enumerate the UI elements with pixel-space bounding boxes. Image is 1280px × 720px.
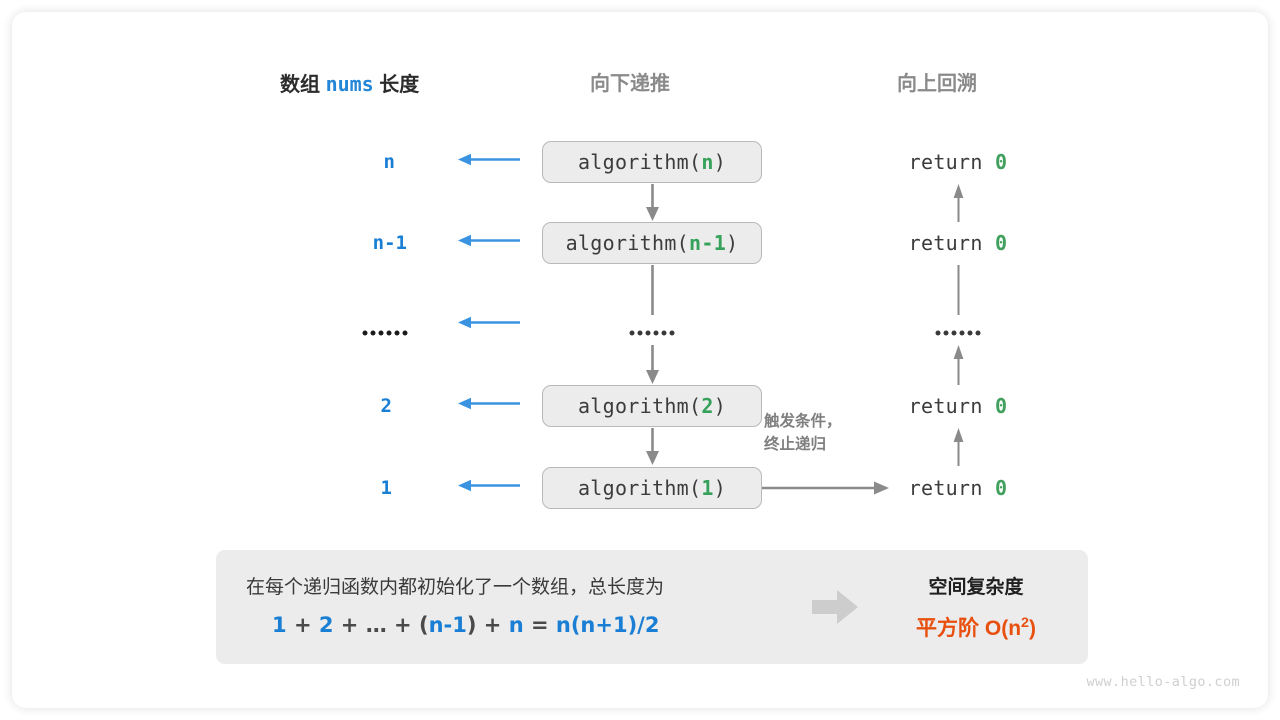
up-arrow-1-to-0 (951, 184, 966, 227)
call-box-row-2-ellipsis (629, 330, 675, 336)
return-row-3-value: 0 (995, 394, 1008, 418)
return-row-3: return 0 (909, 394, 1008, 418)
call-box-arg-0: n (701, 150, 714, 174)
call-box-row-4[interactable]: algorithm(1) (542, 467, 762, 509)
down-arrow-0-to-1 (645, 184, 660, 227)
formula-paren-open: ( (418, 613, 429, 637)
formula-term-1: 1 (272, 613, 287, 637)
return-row-3-keyword: return (908, 394, 983, 418)
space-complexity-title: 空间复杂度 (928, 577, 1024, 598)
call-box-paren-close-3: ) (713, 394, 727, 418)
header-upward-backtrack: 向上回溯 (897, 73, 977, 95)
call-box-name-0: algorithm (577, 150, 690, 174)
base-case-note-line2: 终止递归 (764, 436, 827, 454)
call-box-name-4: algorithm (577, 476, 690, 500)
formula-op-4: + (483, 613, 502, 637)
space-complexity-bigo: O(n (984, 617, 1022, 640)
formula-paren-close: ) (466, 613, 477, 637)
right-block-arrow-icon (812, 590, 858, 629)
space-complexity-label: 平方阶 (916, 617, 980, 640)
call-box-paren-open-0: ( (689, 150, 702, 174)
summary-formula: 1 + 2 + … + (n-1) + n = n(n+1)/2 (272, 613, 659, 637)
size-label-row-2-ellipsis (362, 330, 408, 336)
base-case-note-line1: 触发条件， (764, 413, 842, 430)
header-array-code: nums (325, 72, 374, 96)
formula-ellipsis: … (365, 613, 387, 637)
blue-arrow-row-4 (458, 478, 520, 499)
base-case-note: 触发条件， 终止递归 (764, 410, 842, 457)
blue-arrow-row-0 (458, 152, 520, 173)
return-row-1-value: 0 (995, 231, 1008, 255)
return-row-0-keyword: return (908, 150, 983, 174)
formula-result: n(n+1)/2 (555, 613, 660, 637)
size-label-row-4: 1 (380, 477, 392, 499)
formula-term-n-minus-1: n-1 (428, 613, 467, 637)
call-box-paren-open-3: ( (689, 394, 702, 418)
blue-arrow-row-3 (458, 396, 520, 417)
up-arrow-3-to-dots (951, 345, 966, 390)
return-row-1: return 0 (909, 231, 1008, 255)
formula-op-2: + (340, 613, 359, 637)
down-arrow-3-to-4 (645, 428, 660, 471)
up-arrow-dots-to-1 (951, 265, 966, 320)
call-box-row-0[interactable]: algorithm(n) (542, 141, 762, 183)
call-box-paren-open-1: ( (676, 231, 690, 255)
header-array-prefix: 数组 (280, 74, 320, 96)
size-label-row-3: 2 (380, 395, 392, 417)
call-box-row-1[interactable]: algorithm(n-1) (542, 222, 762, 264)
formula-term-2: 2 (318, 613, 334, 637)
formula-equals: = (530, 613, 549, 637)
return-row-4-keyword: return (908, 476, 983, 500)
summary-description: 在每个递归函数内都初始化了一个数组，总长度为 (246, 577, 665, 598)
call-box-arg-4: 1 (701, 476, 714, 500)
header-downward-recursion: 向下递推 (590, 73, 670, 95)
call-box-name-1: algorithm (565, 231, 677, 255)
formula-op-3: + (394, 613, 412, 637)
formula-term-n: n (508, 613, 524, 637)
return-row-1-keyword: return (908, 231, 983, 255)
return-row-2-ellipsis (935, 330, 981, 336)
size-label-row-1: n-1 (372, 232, 407, 254)
size-label-row-0: n (383, 151, 395, 173)
header-array-suffix: 长度 (379, 74, 420, 96)
return-row-4: return 0 (909, 476, 1008, 500)
blue-arrow-row-2 (458, 315, 520, 336)
formula-op-1: + (293, 613, 312, 637)
down-arrow-dots-to-3 (645, 345, 660, 390)
diagram-canvas: 数组 nums 长度 向下递推 向上回溯 n n-1 2 1 algorithm… (12, 12, 1268, 708)
base-case-return-arrow (762, 480, 890, 501)
watermark: www.hello-algo.com (1086, 674, 1240, 690)
return-row-0: return 0 (909, 150, 1008, 174)
down-arrow-1-to-dots (645, 265, 660, 320)
call-box-paren-close-4: ) (713, 476, 727, 500)
call-box-name-3: algorithm (577, 394, 690, 418)
blue-arrow-row-1 (458, 233, 520, 254)
up-arrow-4-to-3 (951, 428, 966, 471)
space-complexity-bigo-close: ) (1028, 617, 1036, 640)
return-row-0-value: 0 (995, 150, 1008, 174)
call-box-arg-3: 2 (701, 394, 714, 418)
call-box-paren-close-0: ) (713, 150, 727, 174)
space-complexity-exponent: 2 (1021, 615, 1029, 631)
space-complexity-value: 平方阶 O(n2) (876, 612, 1076, 642)
call-box-row-3[interactable]: algorithm(2) (542, 385, 762, 427)
summary-panel: 在每个递归函数内都初始化了一个数组，总长度为 1 + 2 + … + (n-1)… (216, 550, 1088, 664)
return-row-4-value: 0 (995, 476, 1008, 500)
call-box-paren-close-1: ) (726, 231, 739, 255)
call-box-paren-open-4: ( (689, 476, 702, 500)
header-array-length: 数组 nums 长度 (280, 74, 419, 95)
call-box-arg-1: n-1 (689, 231, 727, 255)
